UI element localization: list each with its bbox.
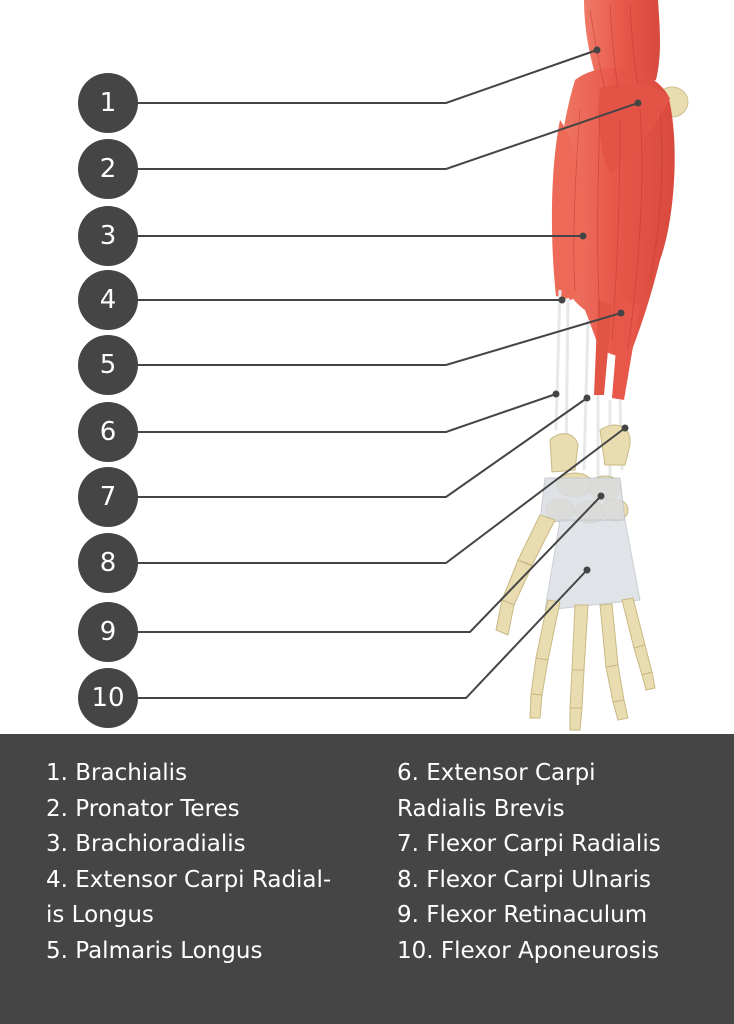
marker-7: 7 <box>78 467 138 527</box>
palmar-aponeurosis <box>544 519 641 611</box>
flexor-belly-lower-2 <box>612 300 640 400</box>
legend-item-8: 8. Flexor Carpi Ulnaris <box>397 866 651 893</box>
brachioradialis-belly <box>551 120 586 300</box>
legend-item-3: 3. Brachioradialis <box>46 831 246 857</box>
legend-item-4: 4. Extensor Carpi Radial- <box>46 866 332 893</box>
legend-panel: 1. Brachialis 2. Pronator Teres 3. Brach… <box>0 734 734 1024</box>
marker-4: 4 <box>78 270 138 330</box>
muscle-fibres <box>573 4 663 351</box>
forearm-diagram: 1 2 3 4 5 6 7 8 9 10 <box>78 0 689 731</box>
legend-item-10: 10. Flexor Aponeurosis <box>397 937 660 964</box>
leader-line-6 <box>137 393 557 433</box>
leader-line-5 <box>137 312 622 366</box>
forearm-illustration <box>137 0 689 731</box>
legend-item-4-continued: is Longus <box>46 902 154 928</box>
upper-arm-muscles <box>584 0 660 90</box>
marker-5: 5 <box>78 335 138 395</box>
legend-item-5: 5. Palmaris Longus <box>46 937 263 964</box>
legend-item-6-continued: Radialis Brevis <box>397 795 565 822</box>
finger-bones <box>529 597 656 731</box>
marker-6: 6 <box>78 402 138 462</box>
marker-9: 9 <box>78 602 138 662</box>
marker-3: 3 <box>78 206 138 266</box>
legend-column-right: 6. Extensor Carpi Radialis Brevis 7. Fle… <box>397 756 727 969</box>
legend-item-7: 7. Flexor Carpi Radialis <box>397 831 661 857</box>
forearm-muscle-belly <box>554 68 675 360</box>
marker-2: 2 <box>78 139 138 199</box>
legend-item-2: 2. Pronator Teres <box>46 795 240 822</box>
legend-item-9: 9. Flexor Retinaculum <box>397 902 648 928</box>
legend-item-1: 1. Brachialis <box>46 760 188 786</box>
leader-line-1 <box>137 49 598 104</box>
legend-column-left: 1. Brachialis 2. Pronator Teres 3. Brach… <box>46 756 386 969</box>
flexor-belly-lower <box>594 300 612 395</box>
marker-8: 8 <box>78 533 138 593</box>
leader-lines <box>137 49 639 699</box>
leader-line-2 <box>137 102 639 170</box>
marker-10: 10 <box>78 668 138 728</box>
leader-line-9 <box>137 495 602 633</box>
pronator-teres-belly <box>598 83 670 175</box>
legend-item-6: 6. Extensor Carpi <box>397 760 596 786</box>
marker-1: 1 <box>78 73 138 133</box>
leader-line-10 <box>137 569 588 699</box>
leader-line-8 <box>137 427 626 564</box>
leader-endpoints <box>552 46 642 574</box>
leader-line-7 <box>137 397 588 498</box>
